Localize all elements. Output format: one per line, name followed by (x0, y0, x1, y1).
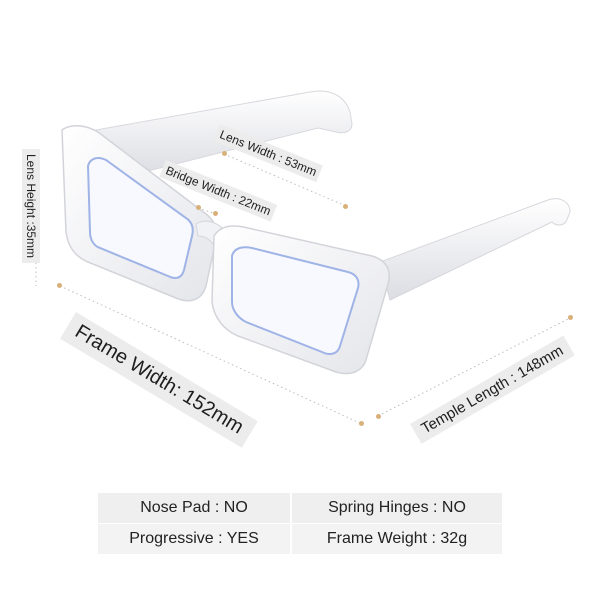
temple-length-dot-right (568, 315, 573, 320)
front-temple (379, 198, 571, 301)
lens-width-dot-left (222, 151, 227, 156)
lens-height-label: Lens Height :35mm (22, 149, 40, 264)
temple-length-dot-left (376, 414, 381, 419)
lens-width-dot-right (343, 204, 348, 209)
spec-nose-pad: Nose Pad : NO (98, 493, 292, 524)
bridge-width-dot-right (213, 211, 218, 216)
right-lens (231, 246, 360, 355)
bridge-width-dot-left (196, 205, 201, 210)
spec-spring-hinges: Spring Hinges : NO (292, 493, 502, 524)
left-lens (86, 157, 194, 279)
spec-progressive: Progressive : YES (98, 524, 292, 555)
spec-frame-weight: Frame Weight : 32g (292, 524, 502, 555)
spec-table: Nose Pad : NO Spring Hinges : NO Progres… (98, 493, 502, 555)
frame-width-dot-left (57, 283, 62, 288)
frame-width-dot-right (359, 421, 364, 426)
